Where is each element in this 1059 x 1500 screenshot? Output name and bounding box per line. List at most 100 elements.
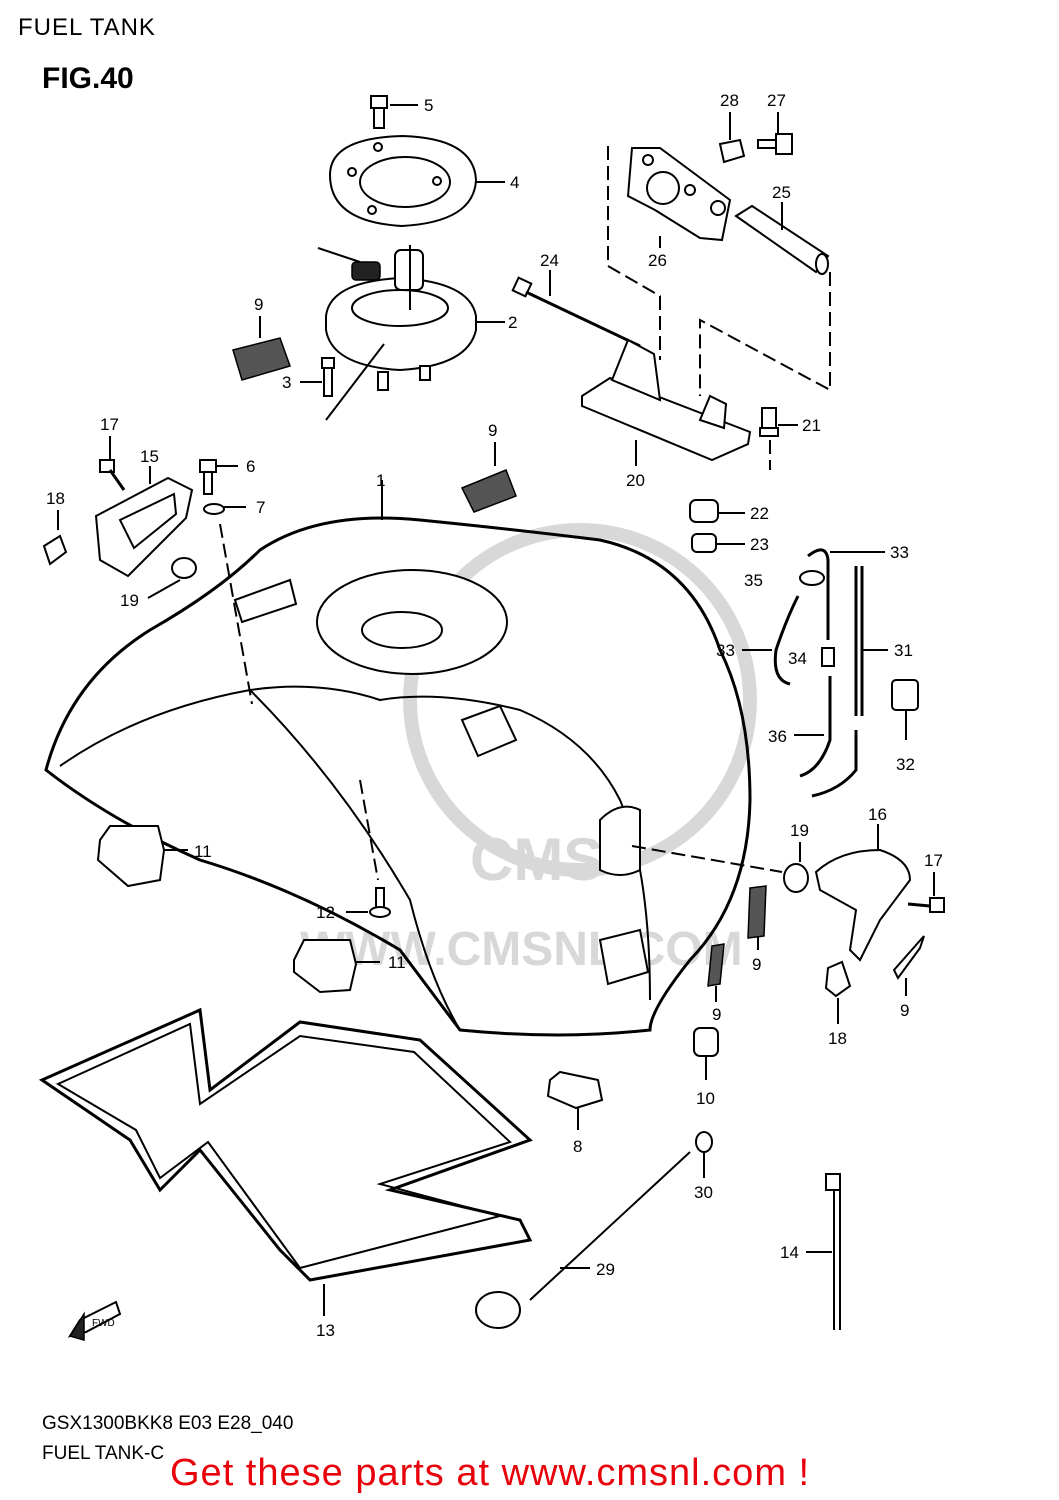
callout-18: 18 bbox=[46, 489, 65, 508]
part-31-hose[interactable] bbox=[854, 566, 888, 716]
part-4-ring-plate[interactable] bbox=[328, 134, 505, 228]
part-23-collar[interactable] bbox=[691, 533, 745, 553]
callout-21: 21 bbox=[802, 416, 821, 435]
callout-27: 27 bbox=[767, 91, 786, 110]
part-19-grommet-a[interactable] bbox=[147, 557, 197, 599]
callout-24: 24 bbox=[540, 251, 559, 270]
callout-10: 10 bbox=[696, 1089, 715, 1108]
callout-17: 17 bbox=[924, 851, 943, 870]
part-20-bracket[interactable] bbox=[581, 338, 771, 470]
callout-13: 13 bbox=[316, 1321, 335, 1340]
fwd-arrow-icon: FWD bbox=[67, 1300, 122, 1341]
callout-2: 2 bbox=[508, 313, 517, 332]
part-9-pad-a[interactable] bbox=[232, 316, 291, 381]
callout-11: 11 bbox=[194, 842, 212, 861]
callout-9: 9 bbox=[712, 1005, 721, 1024]
callout-14: 14 bbox=[780, 1243, 799, 1262]
part-6-bolt[interactable] bbox=[199, 459, 238, 495]
callout-35: 35 bbox=[744, 571, 763, 590]
part-15-cover[interactable] bbox=[94, 466, 194, 578]
fwd-text: FWD bbox=[92, 1318, 115, 1329]
guide-line bbox=[699, 272, 831, 396]
guide-line bbox=[607, 146, 661, 360]
part-17-bolt-b[interactable] bbox=[907, 872, 945, 913]
part-9-pad-d[interactable] bbox=[707, 943, 725, 1002]
callout-31: 31 bbox=[894, 641, 913, 660]
part-11-block-a[interactable] bbox=[96, 825, 188, 888]
part-33-hose-b[interactable] bbox=[742, 595, 800, 686]
part-27-bolt[interactable] bbox=[757, 112, 793, 155]
callout-23: 23 bbox=[750, 535, 769, 554]
callout-7: 7 bbox=[256, 498, 265, 517]
callout-5: 5 bbox=[424, 96, 433, 115]
callout-20: 20 bbox=[626, 471, 645, 490]
callout-16: 16 bbox=[868, 805, 887, 824]
part-28-nut[interactable] bbox=[718, 112, 746, 164]
part-3-screw[interactable] bbox=[300, 343, 385, 421]
part-11-block-b[interactable] bbox=[293, 939, 380, 994]
part-25-tube[interactable] bbox=[734, 202, 830, 275]
model-code: GSX1300BKK8 E03 E28_040 bbox=[42, 1413, 294, 1434]
part-5-screw[interactable] bbox=[370, 95, 418, 129]
callout-19: 19 bbox=[120, 591, 139, 610]
callout-11: 11 bbox=[388, 953, 406, 972]
part-30-grommet[interactable] bbox=[695, 1131, 713, 1178]
callout-29: 29 bbox=[596, 1260, 615, 1279]
section-title: FUEL TANK bbox=[18, 14, 156, 41]
callout-9: 9 bbox=[254, 295, 263, 314]
callout-25: 25 bbox=[772, 183, 791, 202]
part-29-rod[interactable] bbox=[475, 1151, 691, 1329]
callout-33: 33 bbox=[890, 543, 909, 562]
part-33-hose-a[interactable] bbox=[807, 548, 885, 640]
callout-labels: 5 4 2 3 9 28 27 25 26 24 21 20 22 23 17 … bbox=[46, 91, 943, 1340]
part-14-tie[interactable] bbox=[806, 1173, 841, 1330]
callout-6: 6 bbox=[246, 457, 255, 476]
callout-32: 32 bbox=[896, 755, 915, 774]
part-34-clip[interactable] bbox=[821, 647, 835, 667]
callout-34: 34 bbox=[788, 649, 807, 668]
part-24-long-bolt[interactable] bbox=[511, 270, 641, 348]
part-9-pad-c[interactable] bbox=[747, 885, 767, 950]
part-22-grommet[interactable] bbox=[689, 499, 745, 523]
callout-33: 33 bbox=[716, 641, 735, 660]
watermark-logo: CMS bbox=[470, 826, 603, 893]
part-36-hose[interactable] bbox=[794, 676, 858, 798]
part-35-clip[interactable] bbox=[799, 570, 825, 586]
part-32-clamp[interactable] bbox=[891, 679, 919, 740]
part-16-cover[interactable] bbox=[814, 824, 912, 962]
part-7-washer[interactable] bbox=[203, 503, 246, 515]
part-2-fuel-cap[interactable] bbox=[317, 245, 505, 391]
part-8-block[interactable] bbox=[546, 1070, 604, 1130]
watermark-text: WWW.CMSNL.COM bbox=[300, 923, 743, 976]
figure-title: FIG.40 bbox=[42, 62, 134, 95]
callout-3: 3 bbox=[282, 373, 291, 392]
part-17-bolt-a[interactable] bbox=[99, 436, 126, 491]
part-21-bolt[interactable] bbox=[759, 407, 798, 437]
callout-22: 22 bbox=[750, 504, 769, 523]
promo-link[interactable]: Get these parts at www.cmsnl.com ! bbox=[170, 1452, 811, 1494]
part-1-fuel-tank[interactable] bbox=[44, 480, 752, 1037]
callout-9: 9 bbox=[900, 1001, 909, 1020]
callout-1: 1 bbox=[376, 471, 385, 490]
callout-15: 15 bbox=[140, 447, 159, 466]
callout-18: 18 bbox=[828, 1029, 847, 1048]
part-12-bolt[interactable] bbox=[346, 887, 391, 918]
callout-4: 4 bbox=[510, 173, 519, 192]
callout-12: 12 bbox=[316, 903, 335, 922]
part-19-grommet-b[interactable] bbox=[631, 842, 809, 893]
part-18-cap-b[interactable] bbox=[824, 960, 852, 1024]
part-26-bracket[interactable] bbox=[626, 147, 732, 248]
part-18-cap-a[interactable] bbox=[42, 510, 68, 566]
callout-9: 9 bbox=[488, 421, 497, 440]
callout-9: 9 bbox=[752, 955, 761, 974]
callout-17: 17 bbox=[100, 415, 119, 434]
callout-36: 36 bbox=[768, 727, 787, 746]
callout-8: 8 bbox=[573, 1137, 582, 1156]
part-13-mat[interactable] bbox=[38, 1007, 533, 1316]
part-9-pad-e[interactable] bbox=[892, 935, 925, 996]
part-10-cap[interactable] bbox=[693, 1027, 719, 1080]
callout-26: 26 bbox=[648, 251, 667, 270]
callout-19: 19 bbox=[790, 821, 809, 840]
part-9-pad-b[interactable] bbox=[460, 442, 517, 513]
